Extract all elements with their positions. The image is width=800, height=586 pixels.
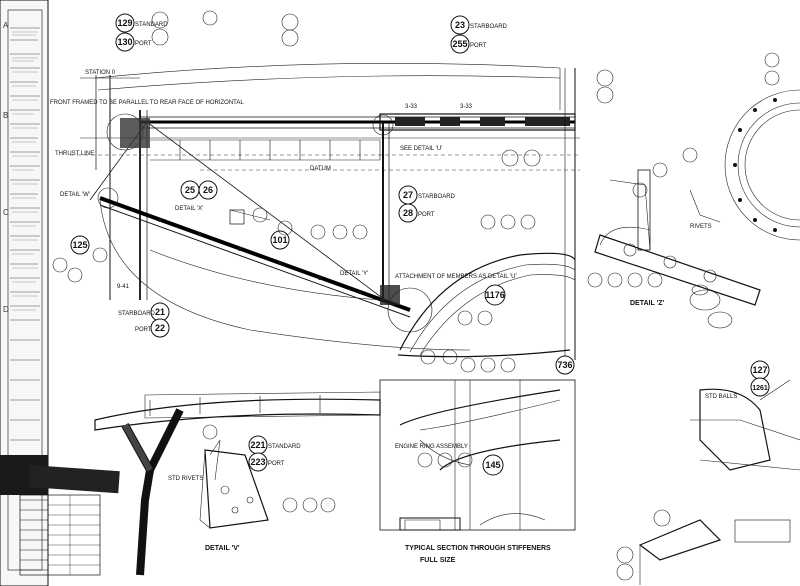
datum-label: DATUM [310,166,331,172]
callout-221-num: 221 [250,440,265,450]
dimension-3: 9-41 [117,284,130,290]
callout-125-num: 125 [72,240,87,250]
front-frame-note: FRONT FRAMED TO BE PARALLEL TO REAR FACE… [50,100,244,106]
callout-23-num: 23 [455,20,465,30]
std-balls-label: STD BALLS [705,394,737,400]
callout-23: 23 STARBOARD [450,15,508,35]
reference-bubbles [52,10,780,581]
notes-strip [0,0,120,586]
detail-z-label: DETAIL 'Z' [630,300,665,307]
callout-255: 255 PORT [450,34,487,54]
callout-22: 22 PORT [135,318,170,338]
callout-129-num: 129 [117,18,132,28]
callout-130-text: PORT [135,41,152,47]
callout-21-num: 21 [155,307,165,317]
zone-d: D [3,305,9,314]
callout-101: 101 [270,230,290,250]
callout-130: 130 PORT [115,32,152,52]
callout-1176: 1176 [484,284,506,306]
full-size-label: FULL SIZE [420,557,456,564]
zone-a: A [3,21,9,30]
callout-125: 125 [70,235,90,255]
detail-x-label: DETAIL 'X' [175,206,203,212]
zone-b: B [3,111,8,120]
callout-127: 127 [750,360,770,380]
engine-ring [397,252,576,358]
thrust-line-label: THRUST LINE [55,151,94,157]
detail-y-label: DETAIL 'Y' [340,271,368,277]
callout-27-num: 27 [403,190,413,200]
zone-c: C [3,208,9,217]
callout-129: 129 STANDARD [115,13,168,33]
attachment-note: ATTACHMENT OF MEMBERS AS DETAIL 'U' [395,274,517,280]
callout-127-num: 127 [752,365,767,375]
callout-1261-num: 1261 [752,385,768,392]
callout-26-num: 26 [203,185,213,195]
dimension-1: 3-33 [405,104,418,110]
station-label: STATION 0 [85,70,116,76]
callout-736-num: 736 [557,360,572,370]
callout-130-num: 130 [117,37,132,47]
std-rivets-label: STD RIVETS [168,476,203,482]
callout-129-text: STANDARD [135,22,168,28]
dimension-2: 3-33 [460,104,473,110]
detail-v-label: DETAIL 'V' [205,545,240,552]
callout-1261: 1261 [750,377,770,397]
detail-z-region [594,89,800,585]
callout-255-num: 255 [452,39,467,49]
callout-223-text: PORT [268,461,285,467]
detail-w-label: DETAIL 'W' [60,192,90,198]
engine-assembly [379,379,576,531]
callout-223: 223 PORT [248,452,285,472]
callout-221: 221 STANDARD [248,435,301,455]
callout-22-text: PORT [135,327,152,333]
see-detail-label: SEE DETAIL 'U' [400,146,442,152]
callout-736: 736 [555,355,575,375]
callout-28-num: 28 [403,208,413,218]
rivets-note: RIVETS [690,224,712,230]
callout-21-text: STARBOARD [118,311,156,317]
callout-25: 25 [180,180,200,200]
callout-221-text: STANDARD [268,444,301,450]
callout-26: 26 [198,180,218,200]
callout-1176-num: 1176 [485,290,505,300]
callout-28-text: PORT [418,212,435,218]
callout-28: 28 PORT [398,203,435,223]
callout-21: 21 STARBOARD [118,302,170,322]
callout-25-num: 25 [185,185,195,195]
engine-ring-label: ENGINE RING ASSEMBLY [395,444,468,450]
callout-145-num: 145 [485,460,500,470]
callout-255-text: PORT [470,43,487,49]
callout-223-num: 223 [250,457,265,467]
typical-section-label: TYPICAL SECTION THROUGH STIFFENERS [405,545,551,552]
callout-145: 145 [482,454,504,476]
callout-23-text: STARBOARD [470,24,508,30]
callout-27: 27 STARBOARD [398,185,456,205]
callout-27-text: STARBOARD [418,194,456,200]
callout-22-num: 22 [155,323,165,333]
callout-101-num: 101 [272,235,287,245]
